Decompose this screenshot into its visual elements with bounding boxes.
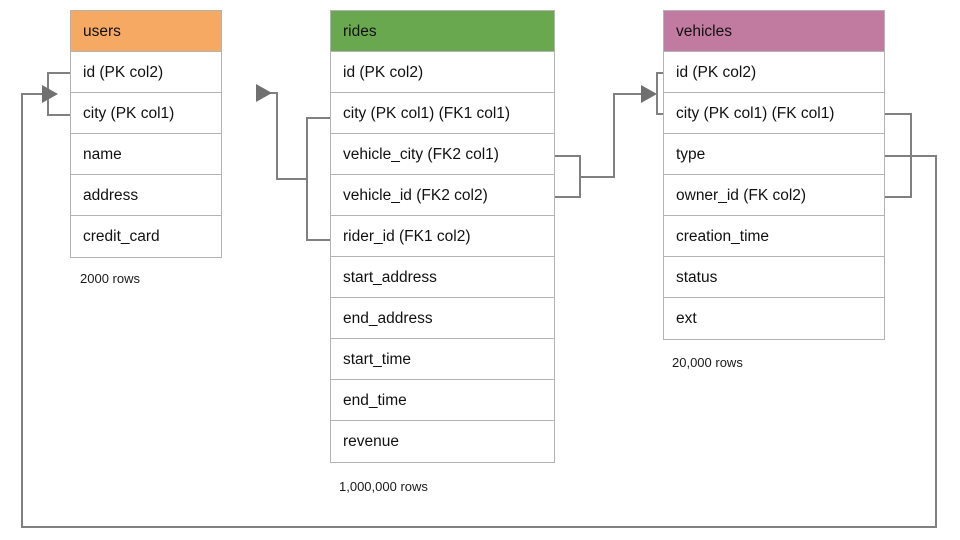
table-row[interactable]: id (PK col2) [331, 52, 554, 93]
table-row[interactable]: start_address [331, 257, 554, 298]
table-row[interactable]: owner_id (FK col2) [664, 175, 884, 216]
table-vehicles-title: vehicles [676, 23, 732, 40]
table-row[interactable]: revenue [331, 421, 554, 462]
table-row[interactable]: end_address [331, 298, 554, 339]
table-users-header: users [71, 11, 221, 52]
table-rides-row-count: 1,000,000 rows [339, 479, 428, 494]
table-users[interactable]: users id (PK col2) city (PK col1) name a… [70, 10, 222, 258]
table-row[interactable]: city (PK col1) (FK1 col1) [331, 93, 554, 134]
table-row[interactable]: name [71, 134, 221, 175]
table-rides-header: rides [331, 11, 554, 52]
table-users-title: users [83, 23, 121, 40]
table-row[interactable]: city (PK col1) (FK col1) [664, 93, 884, 134]
connector-users-left-bracket [47, 72, 70, 116]
table-rides-title: rides [343, 23, 377, 40]
connector-rides-fk1-to-users [256, 84, 330, 241]
table-row[interactable]: vehicle_city (FK2 col1) [331, 134, 554, 175]
table-row[interactable]: rider_id (FK1 col2) [331, 216, 554, 257]
table-row[interactable]: id (PK col2) [71, 52, 221, 93]
connector-rides-fk2-to-vehicles [555, 72, 663, 198]
table-row[interactable]: ext [664, 298, 884, 339]
table-row[interactable]: creation_time [664, 216, 884, 257]
table-vehicles[interactable]: vehicles id (PK col2) city (PK col1) (FK… [663, 10, 885, 340]
table-rides[interactable]: rides id (PK col2) city (PK col1) (FK1 c… [330, 10, 555, 463]
table-row[interactable]: type [664, 134, 884, 175]
table-row[interactable]: status [664, 257, 884, 298]
table-users-row-count: 2000 rows [80, 271, 140, 286]
table-vehicles-row-count: 20,000 rows [672, 355, 743, 370]
table-vehicles-header: vehicles [664, 11, 884, 52]
table-row[interactable]: city (PK col1) [71, 93, 221, 134]
table-row[interactable]: vehicle_id (FK2 col2) [331, 175, 554, 216]
table-row[interactable]: id (PK col2) [664, 52, 884, 93]
table-row[interactable]: credit_card [71, 216, 221, 257]
table-row[interactable]: start_time [331, 339, 554, 380]
table-row[interactable]: end_time [331, 380, 554, 421]
table-row[interactable]: address [71, 175, 221, 216]
